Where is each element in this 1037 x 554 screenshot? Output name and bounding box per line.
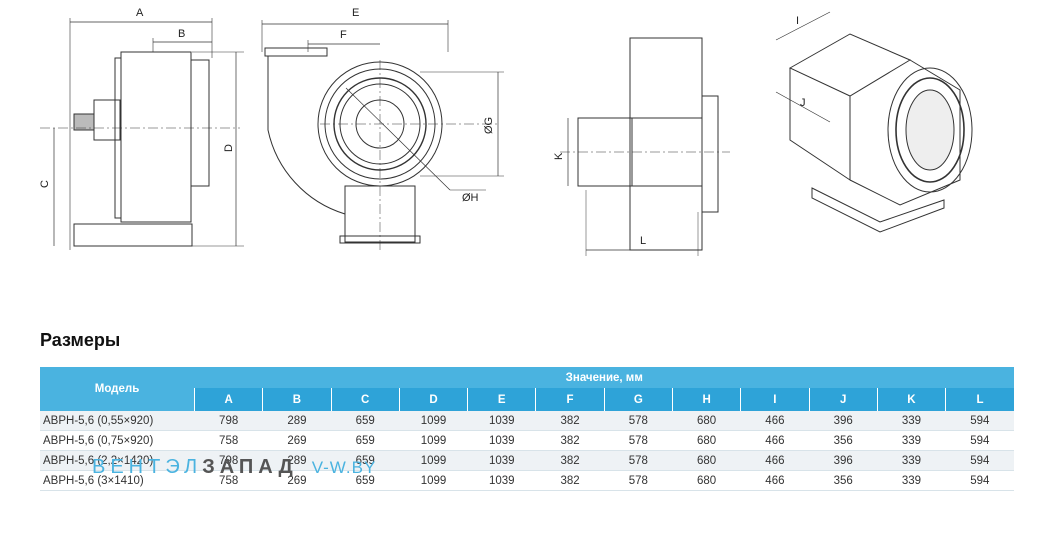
value-cell: 382: [535, 470, 605, 491]
value-cell: 659: [331, 411, 400, 431]
column-header-k: K: [876, 388, 946, 411]
column-header-b: B: [262, 388, 332, 411]
value-cell: 594: [945, 430, 1014, 451]
value-cell: 356: [809, 430, 878, 451]
value-cell: 798: [194, 450, 263, 471]
value-cell: 1039: [467, 450, 536, 471]
isometric-view-drawing: [775, 11, 973, 233]
value-cell: 680: [672, 450, 741, 471]
value-cell: 594: [945, 411, 1014, 431]
value-cell: 578: [604, 450, 673, 471]
value-cell: 659: [331, 430, 400, 451]
value-cell: 339: [877, 411, 946, 431]
value-cell: 396: [809, 450, 878, 471]
label-e: E: [352, 7, 359, 19]
column-header-a: A: [193, 388, 263, 411]
section-title: Размеры: [40, 330, 121, 350]
value-cell: 1039: [467, 430, 536, 451]
label-f: F: [340, 29, 347, 41]
value-cell: 578: [604, 430, 673, 451]
value-cell: 466: [740, 470, 810, 491]
value-cell: 289: [262, 450, 332, 471]
model-header: Модель: [40, 367, 195, 411]
column-header-i: I: [740, 388, 810, 411]
value-cell: 578: [604, 411, 673, 431]
value-cell: 1099: [399, 411, 468, 431]
value-header: Значение, мм: [194, 367, 1014, 389]
column-header-h: H: [671, 388, 741, 411]
column-header-d: D: [398, 388, 468, 411]
value-cell: 466: [740, 430, 810, 451]
model-cell: АВРН-5,6 (2,2×1420): [40, 450, 195, 471]
value-cell: 758: [194, 430, 263, 451]
value-cell: 1039: [467, 411, 536, 431]
value-cell: 356: [809, 470, 878, 491]
value-cell: 339: [877, 430, 946, 451]
label-k: K: [553, 152, 565, 160]
value-cell: 339: [877, 450, 946, 471]
value-cell: 1039: [467, 470, 536, 491]
value-cell: 289: [262, 411, 332, 431]
top-view-drawing: [560, 37, 730, 256]
column-header-e: E: [467, 388, 536, 411]
value-cell: 396: [809, 411, 878, 431]
front-view-drawing: [261, 20, 504, 250]
model-cell: АВРН-5,6 (0,55×920): [40, 411, 195, 431]
value-cell: 594: [945, 470, 1014, 491]
value-cell: 269: [262, 470, 332, 491]
label-j: J: [800, 97, 806, 109]
side-view-drawing: [40, 18, 244, 250]
label-b: B: [178, 28, 185, 40]
model-cell: АВРН-5,6 (0,75×920): [40, 430, 195, 451]
model-cell: АВРН-5,6 (3×1410): [40, 470, 195, 491]
value-cell: 269: [262, 430, 332, 451]
label-d: D: [223, 144, 235, 152]
column-header-l: L: [945, 388, 1014, 411]
value-cell: 339: [877, 470, 946, 491]
value-cell: 798: [194, 411, 263, 431]
value-cell: 1099: [399, 450, 468, 471]
value-cell: 382: [535, 450, 605, 471]
column-header-g: G: [603, 388, 673, 411]
value-cell: 659: [331, 470, 400, 491]
value-cell: 466: [740, 450, 810, 471]
label-h: ØH: [462, 192, 479, 204]
value-cell: 1099: [399, 430, 468, 451]
column-header-j: J: [808, 388, 878, 411]
technical-drawings: A B C D E F ØG ØH I J K L: [39, 7, 973, 256]
value-cell: 659: [331, 450, 400, 471]
value-cell: 680: [672, 411, 741, 431]
value-cell: 382: [535, 411, 605, 431]
value-cell: 1099: [399, 470, 468, 491]
value-cell: 594: [945, 450, 1014, 471]
label-a: A: [136, 7, 144, 19]
label-c: C: [39, 180, 51, 188]
label-i: I: [796, 15, 799, 27]
label-g: ØG: [483, 117, 495, 134]
label-l: L: [640, 235, 646, 247]
value-cell: 680: [672, 470, 741, 491]
column-header-f: F: [535, 388, 605, 411]
value-cell: 382: [535, 430, 605, 451]
value-cell: 680: [672, 430, 741, 451]
value-cell: 758: [194, 470, 263, 491]
column-header-c: C: [330, 388, 400, 411]
value-cell: 578: [604, 470, 673, 491]
value-cell: 466: [740, 411, 810, 431]
